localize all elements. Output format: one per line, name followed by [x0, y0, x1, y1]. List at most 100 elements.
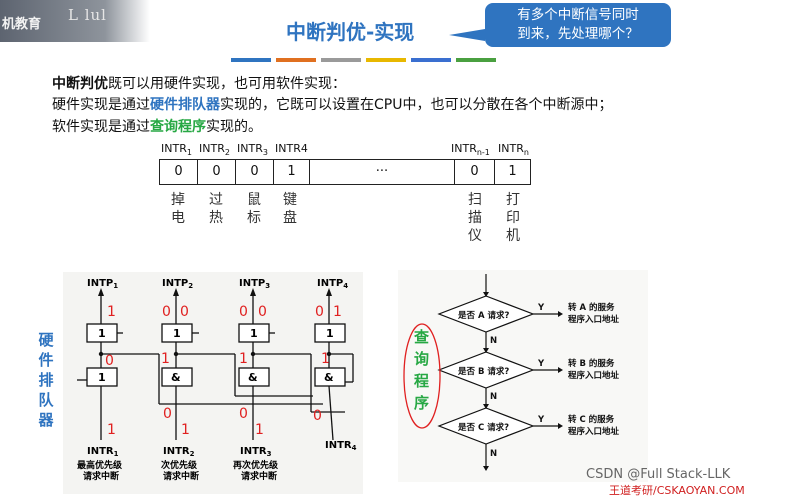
body-line-2: 硬件实现是通过硬件排队器实现的，它既可以设置在CPU中，也可以分散在各个中断源中…: [52, 94, 612, 114]
red-mark: 0: [162, 304, 171, 320]
query-annotation: 程: [414, 372, 429, 390]
register-cell: 1: [508, 164, 517, 179]
red-mark: 0: [315, 304, 324, 320]
term-interrupt-priority: 中断判优: [52, 76, 108, 92]
red-mark: 1: [161, 351, 170, 367]
page-title: 中断判优-实现: [286, 20, 415, 44]
intp-label-1: INTP1: [87, 278, 118, 290]
accent-bar: [366, 58, 406, 62]
watermark-strip: [0, 0, 150, 42]
register-label: INTRn-1: [451, 142, 490, 158]
register-cell: 0: [198, 160, 236, 184]
body-text: 实现的。: [206, 119, 262, 135]
register-label: INTRn: [498, 142, 529, 158]
flowchart-svg: 查 询 程 序 是否 A 请求? 是否 B 请求? 是否 C 请求? Y Y Y…: [403, 274, 620, 471]
accent-bar: [276, 58, 316, 62]
register-cell: 1: [274, 160, 310, 184]
register-label: INTR4: [275, 142, 308, 155]
callout-line-2: 到来，先处理哪个？: [517, 26, 639, 42]
service-c-line2: 程序入口地址: [568, 426, 620, 437]
body-text: 既可以用硬件实现，也可用软件实现：: [108, 76, 346, 92]
service-b-line1: 转 B 的服务: [568, 358, 615, 369]
yes-label: Y: [537, 415, 545, 425]
priority-caption: 请求中断: [83, 470, 119, 482]
body-text: 硬件实现是通过: [52, 97, 150, 113]
red-mark: 1: [321, 351, 330, 367]
register-cell: ···: [310, 160, 455, 184]
callout-pointer-icon: [449, 29, 485, 41]
red-mark: 1: [333, 304, 342, 320]
red-mark: 0: [258, 304, 267, 320]
intr-output-1: INTR1: [87, 446, 119, 458]
hardware-queue-diagram: INTP1 INTP2 INTP3 INTP4 1 1 1 & 1 & 1 & …: [63, 272, 363, 494]
red-mark: 0: [313, 408, 322, 424]
body-text: 实现的，它既可以设置在CPU中，也可以分散在各个中断源中；: [220, 97, 613, 113]
body-text: 软件实现是通过: [52, 119, 150, 135]
watermark-logo: L lul: [68, 6, 107, 24]
question-callout: 有多个中断信号同时 到来，先处理哪个？: [485, 3, 671, 47]
intr-output-4: INTR4: [325, 440, 357, 452]
decision-a: 是否 A 请求?: [457, 310, 509, 321]
device-label-mouse: 鼠标: [247, 192, 261, 226]
red-mark: 1: [181, 422, 190, 438]
red-mark: 0: [239, 406, 248, 422]
wangdao-watermark: 王道考研/CSKAOYAN.COM: [609, 484, 745, 497]
accent-bar: [321, 58, 361, 62]
priority-caption: 请求中断: [241, 470, 277, 482]
watermark-text: 机教育: [2, 17, 42, 32]
accent-bar: [456, 58, 496, 62]
decision-b: 是否 B 请求?: [457, 366, 509, 377]
register-label: INTR3: [237, 142, 268, 158]
gate-label: &: [171, 371, 181, 384]
gate-label: 1: [326, 327, 334, 340]
csdn-watermark: CSDN @Full Stack-LLK: [586, 467, 731, 482]
intp-label-2: INTP2: [162, 278, 193, 290]
priority-caption: 最高优先级: [77, 459, 123, 471]
priority-caption: 请求中断: [163, 470, 199, 482]
service-a-line1: 转 A 的服务: [568, 302, 615, 313]
intp-label-4: INTP4: [317, 278, 348, 290]
register-cell: 0: [455, 160, 495, 184]
red-mark: 1: [255, 422, 264, 438]
red-mark: 1: [107, 422, 116, 438]
red-mark: 1: [107, 304, 116, 320]
no-label: N: [490, 392, 497, 402]
yes-label: Y: [537, 303, 545, 313]
intr-output-2: INTR2: [163, 446, 195, 458]
query-annotation: 询: [414, 350, 429, 368]
no-label: N: [490, 336, 497, 346]
body-line-1: 中断判优既可以用硬件实现，也可用软件实现：: [52, 73, 346, 93]
accent-bar: [231, 58, 271, 62]
gate-label: &: [324, 371, 334, 384]
intr-output-3: INTR3: [240, 446, 272, 458]
device-label-scanner: 扫描仪: [468, 192, 482, 244]
device-label-keyboard: 键盘: [283, 192, 297, 226]
red-mark: 0: [163, 406, 172, 422]
red-mark: 0: [239, 304, 248, 320]
service-a-line2: 程序入口地址: [568, 314, 620, 325]
red-mark: 0: [180, 304, 189, 320]
priority-caption: 再次优先级: [233, 459, 279, 471]
device-label-printer: 打印机: [506, 192, 520, 244]
annotation-circle: [403, 323, 441, 429]
hardware-queue-title: 硬 件 排 队 器: [38, 331, 54, 429]
gate-label: 1: [173, 327, 181, 340]
accent-bar: [411, 58, 451, 62]
gate-label: 1: [98, 327, 106, 340]
term-hardware-queue: 硬件排队器: [150, 97, 220, 113]
red-mark: 1: [239, 351, 248, 367]
decision-c: 是否 C 请求?: [457, 422, 509, 433]
query-annotation: 序: [414, 394, 429, 412]
query-program-flowchart: 查 询 程 序 是否 A 请求? 是否 B 请求? 是否 C 请求? Y Y Y…: [398, 270, 648, 482]
register-cell: 0: [236, 160, 274, 184]
device-label-overheat: 过热: [209, 192, 223, 226]
service-c-line1: 转 C 的服务: [568, 414, 615, 425]
body-line-3: 软件实现是通过查询程序实现的。: [52, 116, 262, 136]
gate-label: 1: [250, 327, 258, 340]
register-label: INTR2: [199, 142, 230, 158]
priority-caption: 次优先级: [161, 459, 198, 471]
callout-line-1: 有多个中断信号同时: [517, 7, 639, 23]
register-label: INTR1: [161, 142, 192, 158]
yes-label: Y: [537, 359, 545, 369]
term-query-program: 查询程序: [150, 119, 206, 135]
